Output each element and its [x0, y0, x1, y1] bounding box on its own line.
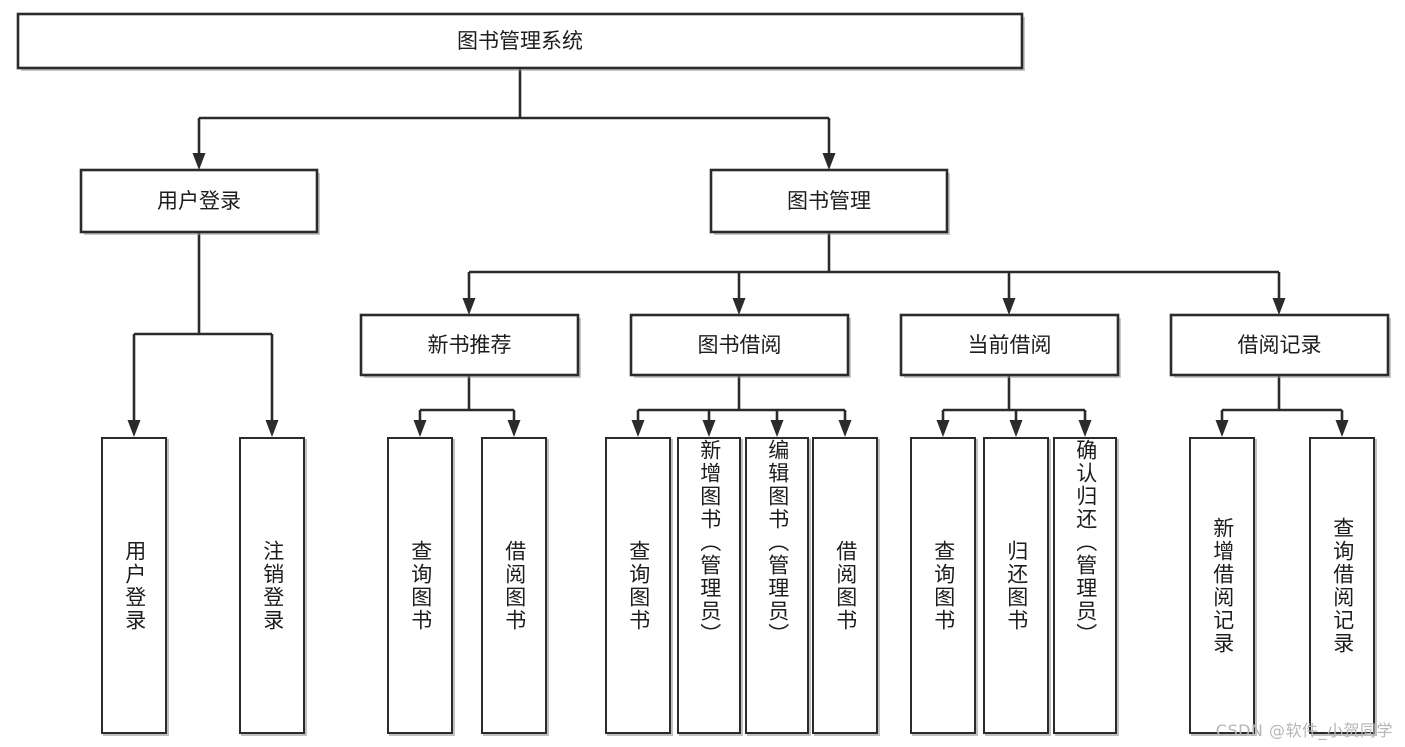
node-leaf-borrow-query[interactable]: 查询图书	[605, 437, 671, 734]
edge-arrowhead	[838, 420, 852, 437]
edge-arrowhead	[192, 153, 206, 170]
edge-arrowhead	[631, 420, 645, 437]
node-leaf-user-login[interactable]: 用户登录	[101, 437, 167, 734]
node-new-book-rec-label: 新书推荐	[428, 333, 512, 357]
edge-layer	[127, 68, 1349, 437]
edge-arrowhead	[1335, 420, 1349, 437]
edge-arrowhead	[822, 153, 836, 170]
node-current-borrow-label: 当前借阅	[968, 333, 1052, 357]
node-book-manage-label: 图书管理	[787, 189, 871, 213]
node-leaf-rec-add[interactable]: 新增借阅记录	[1189, 437, 1255, 734]
edge-arrowhead	[1272, 298, 1286, 315]
node-leaf-user-login-label: 用户登录	[122, 539, 147, 632]
node-leaf-cur-confirm-label: 确认归还（管理员）	[1073, 439, 1098, 646]
edge-arrowhead	[507, 420, 521, 437]
edge-arrowhead	[936, 420, 950, 437]
node-book-borrow-label: 图书借阅	[698, 333, 782, 357]
node-leaf-rec-borrow[interactable]: 借阅图书	[481, 437, 547, 734]
node-leaf-cur-query[interactable]: 查询图书	[910, 437, 976, 734]
node-leaf-cur-confirm[interactable]: 确认归还（管理员）	[1053, 437, 1117, 734]
node-leaf-user-logout[interactable]: 注销登录	[239, 437, 305, 734]
node-book-manage[interactable]	[709, 168, 949, 234]
edge-arrowhead	[770, 420, 784, 437]
node-layer	[16, 12, 1391, 378]
node-leaf-cur-return-label: 归还图书	[1004, 539, 1029, 632]
node-user-login-label: 用户登录	[157, 189, 241, 213]
node-leaf-borrow-add[interactable]: 新增图书（管理员）	[677, 437, 741, 734]
node-current-borrow[interactable]	[899, 313, 1120, 377]
node-leaf-cur-return[interactable]: 归还图书	[983, 437, 1049, 734]
edge-arrowhead	[1215, 420, 1229, 437]
node-leaf-borrow-lend-label: 借阅图书	[833, 539, 858, 632]
node-leaf-borrow-query-label: 查询图书	[626, 539, 651, 632]
node-leaf-rec-borrow-label: 借阅图书	[502, 539, 527, 632]
node-root-label: 图书管理系统	[457, 29, 583, 53]
edge-arrowhead	[462, 298, 476, 315]
node-leaf-borrow-lend[interactable]: 借阅图书	[812, 437, 878, 734]
edge-arrowhead	[732, 298, 746, 315]
node-leaf-borrow-edit-label: 编辑图书（管理员）	[765, 439, 790, 646]
node-leaf-cur-query-label: 查询图书	[931, 539, 956, 632]
edge-arrowhead	[1078, 420, 1092, 437]
node-root[interactable]	[16, 12, 1024, 70]
edge-arrowhead	[413, 420, 427, 437]
edge-arrowhead	[265, 420, 279, 437]
node-user-login[interactable]	[79, 168, 319, 234]
node-leaf-rec-query2[interactable]: 查询借阅记录	[1309, 437, 1375, 734]
node-leaf-rec-query[interactable]: 查询图书	[387, 437, 453, 734]
node-leaf-borrow-add-label: 新增图书（管理员）	[697, 439, 722, 646]
node-leaf-rec-add-label: 新增借阅记录	[1210, 516, 1235, 655]
node-borrow-record-label: 借阅记录	[1238, 333, 1322, 357]
edge-arrowhead	[127, 420, 141, 437]
edge-arrowhead	[702, 420, 716, 437]
node-new-book-rec[interactable]	[359, 313, 580, 377]
edge-arrowhead	[1002, 298, 1016, 315]
node-leaf-borrow-edit[interactable]: 编辑图书（管理员）	[745, 437, 809, 734]
node-book-borrow[interactable]	[629, 313, 850, 377]
node-leaf-rec-query2-label: 查询借阅记录	[1330, 516, 1355, 655]
node-leaf-user-logout-label: 注销登录	[260, 539, 285, 632]
node-leaf-rec-query-label: 查询图书	[408, 539, 433, 632]
edge-arrowhead	[1009, 420, 1023, 437]
csdn-watermark: CSDN @软件_小贺同学	[1215, 721, 1393, 740]
node-borrow-record[interactable]	[1169, 313, 1390, 377]
